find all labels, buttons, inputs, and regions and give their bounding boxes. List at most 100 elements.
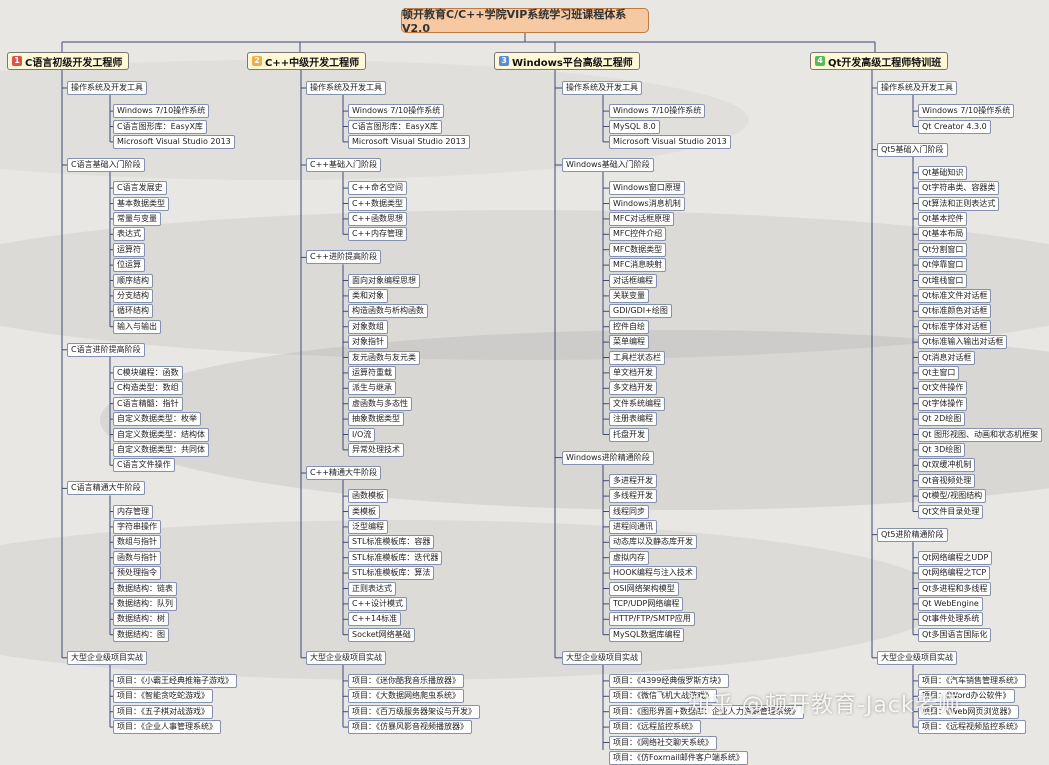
topic-node: Qt Creator 4.3.0 bbox=[918, 119, 991, 134]
topic-node: Qt 3D绘图 bbox=[918, 442, 966, 457]
topic-node: C++函数思想 bbox=[348, 211, 407, 226]
topic-node: 项目：《图形界面+数据库：企业人力资源管理系统》 bbox=[609, 704, 804, 719]
stage-node: Qt5进阶精通阶段 bbox=[877, 527, 948, 542]
topic-node: C模块编程：函数 bbox=[113, 365, 183, 380]
topic-node: 数据结构：队列 bbox=[113, 596, 177, 611]
topic-node: MFC对话框原理 bbox=[609, 211, 675, 226]
topic-node: 自定义数据类型：结构体 bbox=[113, 427, 209, 442]
topic-node: Qt标准字体对话框 bbox=[918, 319, 992, 334]
topic-node: Qt网络编程之TCP bbox=[918, 566, 991, 581]
topic-node: C++设计模式 bbox=[348, 596, 407, 611]
topic-node: 多文档开发 bbox=[609, 381, 657, 396]
stage-node: 大型企业级项目实战 bbox=[562, 650, 642, 665]
topic-node: 顺序结构 bbox=[113, 273, 153, 288]
topic-node: C++命名空间 bbox=[348, 181, 407, 196]
topic-node: 预处理指令 bbox=[113, 566, 161, 581]
topic-node: 项目：《仿Foxmail邮件客户端系统》 bbox=[609, 750, 748, 765]
topic-node: 函数与指针 bbox=[113, 550, 161, 565]
topic-node: 字符串操作 bbox=[113, 519, 161, 534]
topic-node: C++数据类型 bbox=[348, 196, 407, 211]
topic-node: 抽象数据类型 bbox=[348, 412, 404, 427]
branch-number-badge: 1 bbox=[12, 56, 22, 66]
topic-node: Qt音视频处理 bbox=[918, 473, 976, 488]
topic-node: 多线程开发 bbox=[609, 489, 657, 504]
topic-node: Qt多国语言国际化 bbox=[918, 627, 992, 642]
stage-node: Windows基础入门阶段 bbox=[562, 158, 654, 172]
topic-node: 托盘开发 bbox=[609, 427, 649, 442]
topic-node: Microsoft Visual Studio 2013 bbox=[348, 134, 470, 149]
topic-node: 运算符 bbox=[113, 242, 145, 257]
topic-node: Qt算法和正则表达式 bbox=[918, 196, 1000, 211]
topic-node: C++内存管理 bbox=[348, 227, 407, 242]
topic-node: C构造类型：数组 bbox=[113, 381, 183, 396]
topic-node: I/O流 bbox=[348, 427, 376, 442]
topic-node: MFC控件介绍 bbox=[609, 227, 667, 242]
topic-node: 常量与变量 bbox=[113, 211, 161, 226]
topic-node: 自定义数据类型：枚举 bbox=[113, 412, 201, 427]
topic-node: Microsoft Visual Studio 2013 bbox=[113, 134, 235, 149]
root-title: 顿开教育C/C++学院VIP系统学习班课程体系V2.0 bbox=[401, 8, 649, 35]
topic-node: Windows 7/10操作系统 bbox=[918, 104, 1015, 119]
topic-node: 基本数据类型 bbox=[113, 196, 169, 211]
topic-node: C语言图形库：EasyX库 bbox=[348, 119, 442, 134]
topic-node: MFC数据类型 bbox=[609, 242, 667, 257]
topic-node: Socket网络基础 bbox=[348, 627, 415, 642]
topic-node: HTTP/FTP/SMTP应用 bbox=[609, 612, 695, 627]
topic-node: Qt网络编程之UDP bbox=[918, 550, 993, 565]
stage-node: 大型企业级项目实战 bbox=[67, 650, 147, 665]
topic-node: 数据结构：图 bbox=[113, 627, 169, 642]
topic-node: 关联变量 bbox=[609, 288, 649, 303]
stage-node: C++精通大牛阶段 bbox=[306, 466, 381, 480]
topic-node: 控件自绘 bbox=[609, 319, 649, 334]
topic-node: 项目：《Web网页浏览器》 bbox=[918, 704, 1020, 719]
topic-node: 单文档开发 bbox=[609, 365, 657, 380]
topic-node: Qt字符串类、容器类 bbox=[918, 181, 1000, 196]
topic-node: 虚拟内存 bbox=[609, 550, 649, 565]
topic-node: 位运算 bbox=[113, 258, 145, 273]
topic-node: C语言文件操作 bbox=[113, 458, 175, 473]
stage-node: 操作系统及开发工具 bbox=[67, 81, 147, 95]
stage-node: C++进阶提高阶段 bbox=[306, 250, 381, 265]
topic-node: 项目：《4399经典俄罗斯方块》 bbox=[609, 673, 730, 688]
topic-node: Windows 7/10操作系统 bbox=[348, 104, 445, 119]
topic-node: Windows窗口原理 bbox=[609, 181, 685, 196]
topic-node: C语言精髓：指针 bbox=[113, 396, 183, 411]
topic-node: TCP/UDP网络编程 bbox=[609, 596, 684, 611]
topic-node: 项目：《大数据网络爬虫系统》 bbox=[348, 689, 464, 704]
branch-label: C++中级开发工程师 bbox=[265, 57, 360, 69]
topic-node: 对象指针 bbox=[348, 335, 388, 350]
topic-node: 输入与输出 bbox=[113, 319, 161, 334]
topic-node: 项目：《汽车销售管理系统》 bbox=[918, 673, 1026, 688]
stage-node: 操作系统及开发工具 bbox=[877, 81, 957, 95]
topic-node: 项目：《五子棋对战游戏》 bbox=[113, 704, 213, 719]
topic-node: Windows消息机制 bbox=[609, 196, 685, 211]
topic-node: Microsoft Visual Studio 2013 bbox=[609, 134, 731, 149]
topic-node: STL标准模板库：算法 bbox=[348, 566, 435, 581]
stage-node: Windows进阶精通阶段 bbox=[562, 450, 654, 465]
topic-node: MySQL数据库编程 bbox=[609, 627, 685, 642]
topic-node: Qt分割窗口 bbox=[918, 242, 968, 257]
topic-node: 项目：《智能贪吃蛇游戏》 bbox=[113, 689, 213, 704]
topic-node: 类模板 bbox=[348, 504, 380, 519]
topic-node: Qt标准输入输出对话框 bbox=[918, 335, 1008, 350]
branch-number-badge: 4 bbox=[815, 56, 825, 66]
topic-node: 项目：《网络社交聊天系统》 bbox=[609, 735, 717, 750]
topic-node: 多进程开发 bbox=[609, 473, 657, 488]
topic-node: 项目：《Word办公软件》 bbox=[918, 689, 1015, 704]
stage-node: 操作系统及开发工具 bbox=[562, 81, 642, 95]
topic-node: 对话框编程 bbox=[609, 273, 657, 288]
topic-node: Qt多进程和多线程 bbox=[918, 581, 992, 596]
topic-node: 文件系统编程 bbox=[609, 396, 665, 411]
topic-node: 项目：《微信飞机大战游戏》 bbox=[609, 689, 717, 704]
topic-node: C++14标准 bbox=[348, 612, 402, 627]
topic-node: 线程同步 bbox=[609, 504, 649, 519]
topic-node: Qt文件目录处理 bbox=[918, 504, 984, 519]
topic-node: 派生与继承 bbox=[348, 381, 396, 396]
topic-node: Qt基本控件 bbox=[918, 211, 968, 226]
topic-node: 运算符重载 bbox=[348, 365, 396, 380]
topic-node: Qt标准文件对话框 bbox=[918, 288, 992, 303]
branch-number-badge: 3 bbox=[499, 56, 509, 66]
